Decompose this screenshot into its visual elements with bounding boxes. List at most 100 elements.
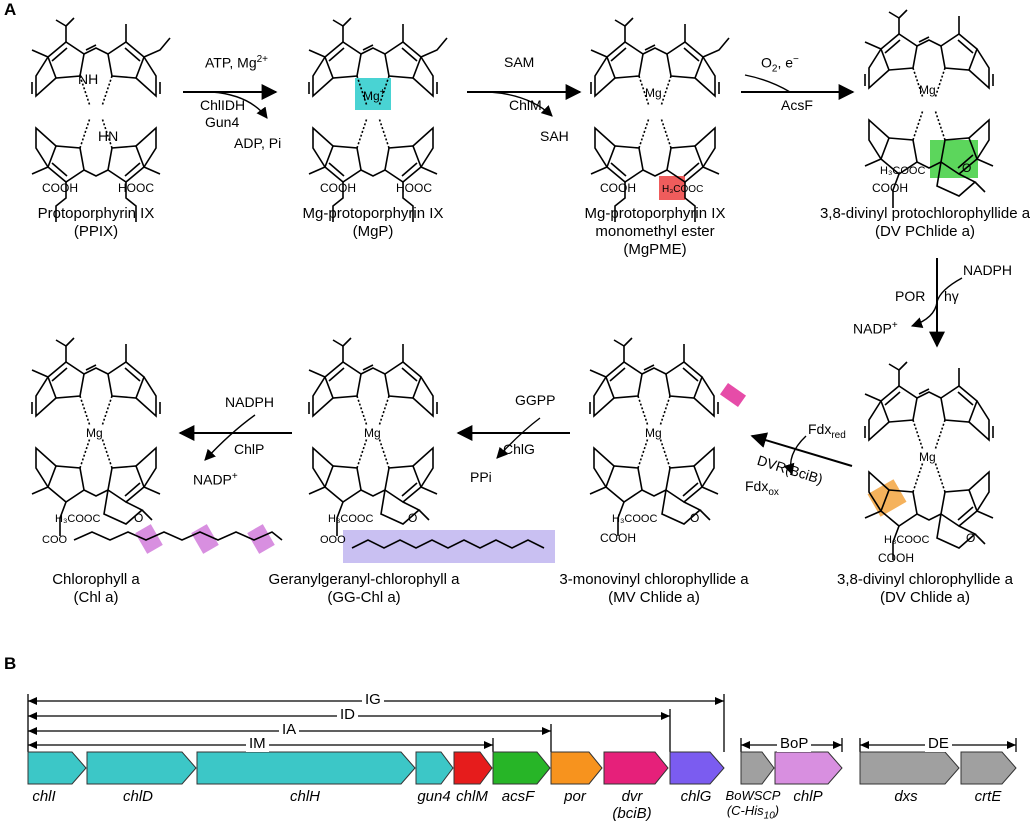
gg-chain	[351, 539, 545, 549]
dvpchlide-abbr: (DV PChlide a)	[874, 223, 976, 240]
r6-input: GGPP	[515, 392, 556, 408]
mgpme-name2: monomethyl ester	[595, 223, 715, 240]
phytol-chain	[73, 531, 283, 541]
atom-ooo-7: OOO	[320, 534, 346, 546]
gene-label-gun4: gun4	[417, 788, 451, 805]
atom-hn: HN	[98, 128, 119, 144]
gene-label-acsF: acsF	[501, 788, 535, 805]
gene-arrow-dvr	[603, 751, 669, 785]
vinyl-highlight	[867, 479, 907, 517]
mgpme-name: Mg-protoporphyrin IX	[584, 205, 726, 222]
mgpme-abbr: (MgPME)	[623, 241, 687, 258]
atom-cooh-4: COOH	[872, 181, 908, 195]
gene-label-bowscp-name: BoWSCP	[725, 788, 781, 803]
gene-arrow-por	[550, 751, 603, 785]
label-dvpchlide: 3,8-divinyl protochlorophyllide a (DV PC…	[820, 205, 1030, 241]
gene-arrow-gun4	[415, 751, 454, 785]
arrow-r5	[750, 432, 853, 467]
atom-h3cooc-8: H₃COOC	[55, 513, 101, 525]
ethyl-highlight	[719, 382, 747, 408]
chla-abbr: (Chl a)	[73, 589, 119, 606]
atom-o-5: O	[966, 531, 976, 545]
r4-output: NADP+	[853, 320, 898, 337]
r6-output: PPi	[470, 469, 492, 485]
gene-label-dvr-alt: (bciB)	[612, 805, 652, 822]
ppix-name: Protoporphyrin IX	[37, 205, 155, 222]
atom-hoocm-1: HOOC	[118, 181, 154, 195]
atom-nh: NH	[78, 71, 99, 87]
gene-label-chlI: chlI	[32, 788, 56, 805]
ggchl-abbr: (GG-Chl a)	[327, 589, 401, 606]
atom-h3cooc-6: H₃COOC	[612, 513, 658, 525]
mvchlide-abbr: (MV Chlide a)	[608, 589, 700, 606]
r1-enzyme2: Gun4	[205, 114, 240, 130]
r5-input: Fdxred	[808, 421, 846, 441]
r3-input: O2, e−	[761, 54, 799, 75]
panel-label-b: B	[4, 654, 17, 673]
gene-label-por: por	[564, 788, 586, 805]
gene-arrow-bowscp	[740, 751, 775, 785]
operon-bop: BoP	[777, 736, 812, 752]
r1-enzyme1: ChlIDH	[200, 97, 246, 113]
gene-arrow-chlH	[196, 751, 416, 785]
mgp-name: Mg-protoporphyrin IX	[302, 205, 444, 222]
label-chla: Chlorophyll a (Chl a)	[52, 571, 140, 607]
atom-o-4: O	[962, 161, 972, 175]
atom-mg-3: Mg	[919, 83, 936, 97]
r2-output: SAH	[540, 128, 569, 144]
atom-h3cooc-3: H₃COOC	[662, 184, 704, 195]
atom-cooh-1: COOH	[42, 181, 78, 195]
r7-input: NADPH	[225, 394, 275, 410]
chla-name: Chlorophyll a	[52, 571, 140, 588]
dvchlide-abbr: (DV Chlide a)	[879, 589, 971, 606]
gene-label-chlD: chlD	[122, 788, 154, 805]
atom-mg-5: Mg	[919, 450, 936, 464]
operon-de: DE	[925, 736, 952, 752]
mgp-abbr: (MgP)	[352, 223, 394, 240]
gene-arrow-acsF	[492, 751, 551, 785]
operon-ig: IG	[362, 692, 384, 708]
gene-arrow-chlI	[27, 751, 87, 785]
gene-label-chlG: chlG	[680, 788, 712, 805]
atom-cooh-2: COOH	[320, 181, 356, 195]
atom-o-8: O	[134, 511, 144, 525]
atom-mg-2: Mg	[645, 86, 662, 100]
gene-label-dvr-name: dvr	[621, 788, 643, 805]
r2-enzyme: ChlM	[509, 97, 542, 113]
gg-highlight	[343, 530, 555, 563]
atom-mg-6: Mg	[645, 426, 662, 440]
gene-label-chlH: chlH	[289, 788, 321, 805]
label-ppix: Protoporphyrin IX (PPIX)	[38, 205, 155, 241]
atom-cooh-5: COOH	[878, 551, 914, 565]
gene-label-chlM: chlM	[456, 788, 488, 805]
atom-o-6: O	[690, 511, 700, 525]
operon-im: IM	[246, 736, 269, 752]
gene-arrow-crtE	[960, 751, 1017, 785]
gene-label-bowscp: BoWSCP (C-His10)	[726, 788, 781, 824]
ggchl-name: Geranylgeranyl-chlorophyll a	[268, 571, 460, 588]
r4-light: hγ	[944, 288, 959, 304]
gene-label-dvr: dvr (bciB)	[612, 788, 651, 822]
r1-input: ATP, Mg2+	[205, 54, 269, 71]
gene-label-chlP: chlP	[793, 788, 823, 805]
dvchlide-name: 3,8-divinyl chlorophyllide a	[837, 571, 1013, 588]
mvchlide-name: 3-monovinyl chlorophyllide a	[559, 571, 749, 588]
r1-output: ADP, Pi	[234, 135, 282, 151]
r4-input: NADPH	[963, 262, 1013, 278]
gene-label-crtE: crtE	[974, 788, 1002, 805]
r6-enzyme: ChlG	[503, 441, 535, 457]
atom-h3cooc-5: H₃COOC	[884, 534, 930, 546]
gene-label-bowscp-tag: (C-His10)	[726, 803, 780, 822]
label-mvchlide: 3-monovinyl chlorophyllide a (MV Chlide …	[559, 571, 748, 607]
gene-arrow-chlG	[669, 751, 725, 785]
dvpchlide-name: 3,8-divinyl protochlorophyllide a	[819, 205, 1030, 222]
atom-hoocm-2: HOOC	[396, 181, 432, 195]
panel-label-a: A	[4, 0, 17, 19]
atom-coo-8: COO	[42, 534, 68, 546]
atom-h3cooc-4: H₃COOC	[880, 165, 926, 177]
atom-h3cooc-7: H₃COOC	[328, 513, 374, 525]
r5-output: Fdxox	[745, 478, 779, 498]
gene-arrow-chlM	[453, 751, 493, 785]
operon-id: ID	[337, 707, 358, 723]
